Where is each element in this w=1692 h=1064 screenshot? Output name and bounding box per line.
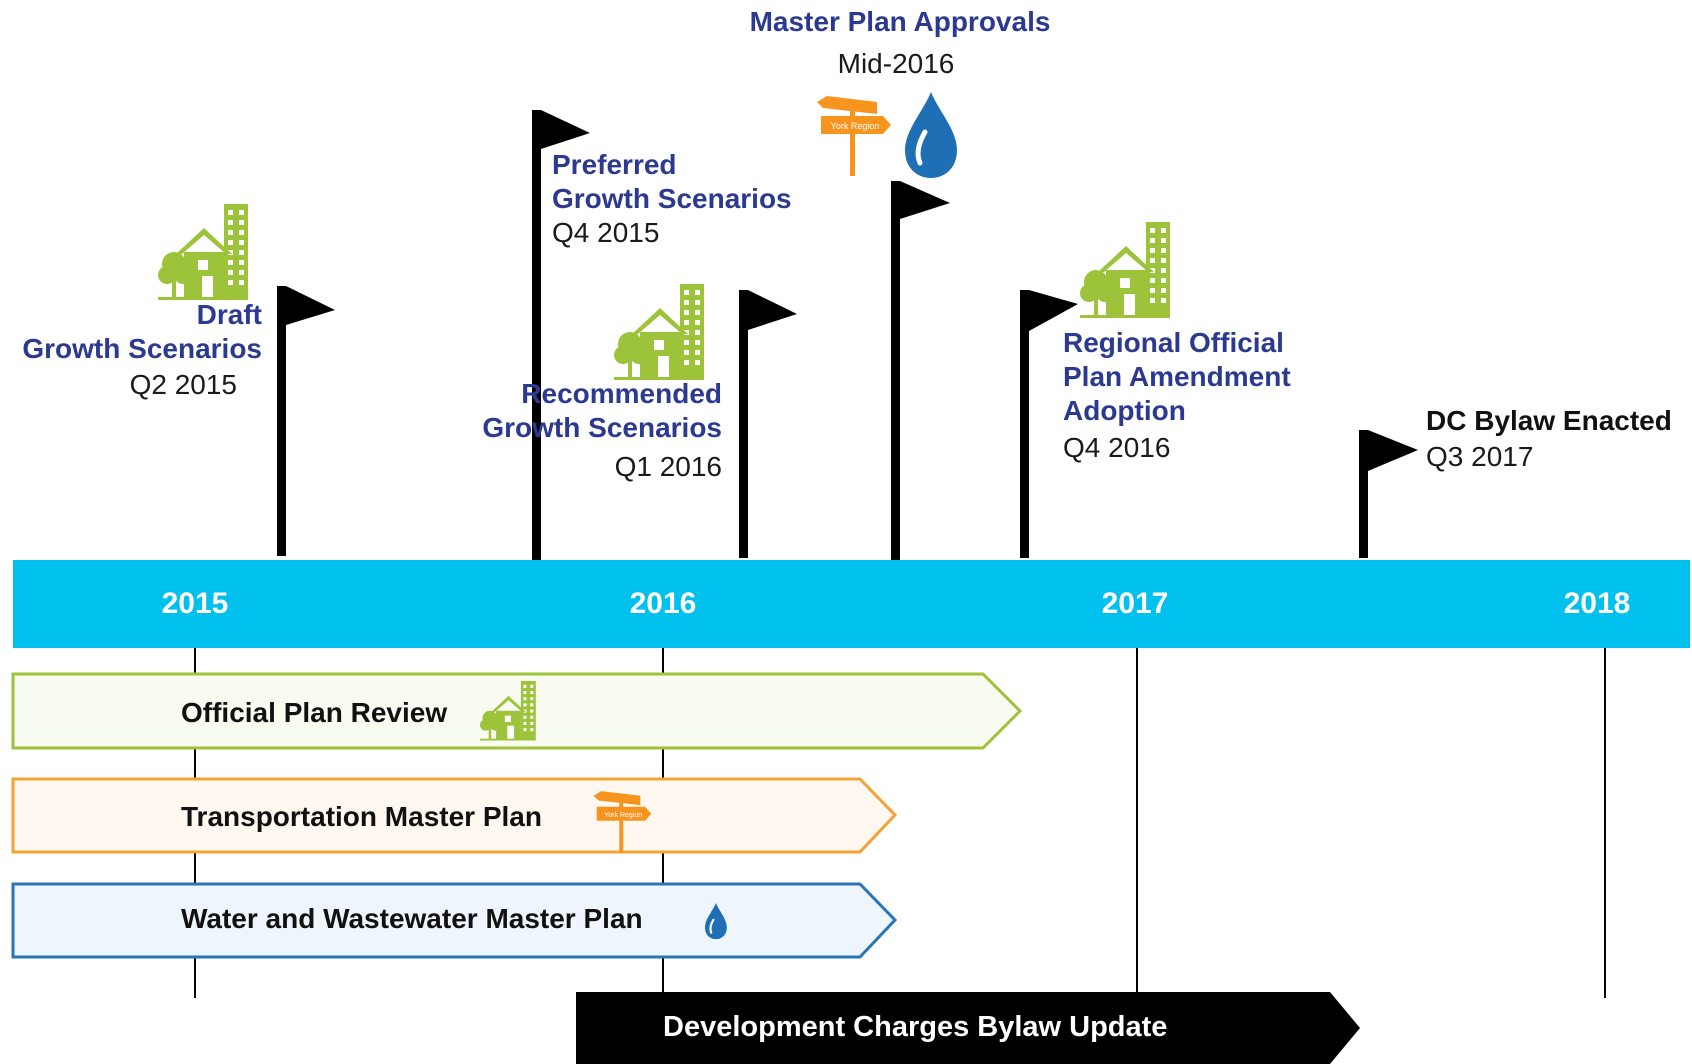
- draft-title-line1: Draft: [196, 299, 262, 330]
- bar-dc-label: Development Charges Bylaw Update: [663, 1011, 1168, 1043]
- flag-rop: [1020, 290, 1078, 558]
- growth-icon: [158, 204, 248, 300]
- signpost-icon: York Region: [593, 791, 652, 854]
- bar-opr-label: Official Plan Review: [181, 697, 448, 728]
- year-label-2015: 2015: [161, 587, 229, 620]
- bar-wwmp-label: Water and Wastewater Master Plan: [181, 903, 643, 934]
- flag-dc-bylaw: [1359, 430, 1418, 558]
- flag-master-plan: [891, 181, 950, 560]
- draft-title-line2: Growth Scenarios: [22, 333, 262, 364]
- master-plan-title: Master Plan Approvals: [749, 6, 1051, 37]
- timeline-band: [13, 560, 1690, 648]
- sign-text: York Region: [604, 812, 642, 819]
- growth-icon: [1080, 222, 1170, 318]
- preferred-title-line1: Preferred: [552, 149, 677, 180]
- bar-tmp-shape: [11, 777, 898, 854]
- year-label-2018: 2018: [1563, 587, 1631, 620]
- preferred-date: Q4 2015: [552, 217, 660, 248]
- dc-bylaw-title: DC Bylaw Enacted: [1426, 405, 1672, 436]
- growth-icon: [614, 284, 704, 380]
- year-label-2016: 2016: [629, 587, 697, 620]
- dc-bylaw-date: Q3 2017: [1426, 441, 1534, 472]
- rop-title-line2: Plan Amendment: [1063, 361, 1291, 392]
- master-plan-date: Mid-2016: [837, 48, 955, 79]
- rop-date: Q4 2016: [1063, 432, 1171, 463]
- water-drop-icon: [905, 92, 957, 178]
- sign-text: York Region: [831, 121, 880, 131]
- year-label-2017: 2017: [1101, 587, 1169, 620]
- flag-preferred: [532, 110, 590, 560]
- flag-recommended: [739, 290, 797, 558]
- rop-title-line3: Adoption: [1063, 395, 1186, 426]
- recommended-date: Q1 2016: [614, 451, 722, 482]
- bar-dc-shape: [576, 992, 1360, 1064]
- recommended-title-line1: Recommended: [521, 378, 722, 409]
- preferred-title-line2: Growth Scenarios: [552, 183, 792, 214]
- bar-wwmp-shape: [11, 882, 898, 959]
- rop-title-line1: Regional Official: [1063, 327, 1284, 358]
- bar-tmp-label: Transportation Master Plan: [181, 801, 542, 832]
- recommended-title-line2: Growth Scenarios: [482, 412, 722, 443]
- draft-date: Q2 2015: [129, 369, 237, 400]
- signpost-icon: York Region: [817, 96, 891, 176]
- flag-draft: [277, 286, 335, 556]
